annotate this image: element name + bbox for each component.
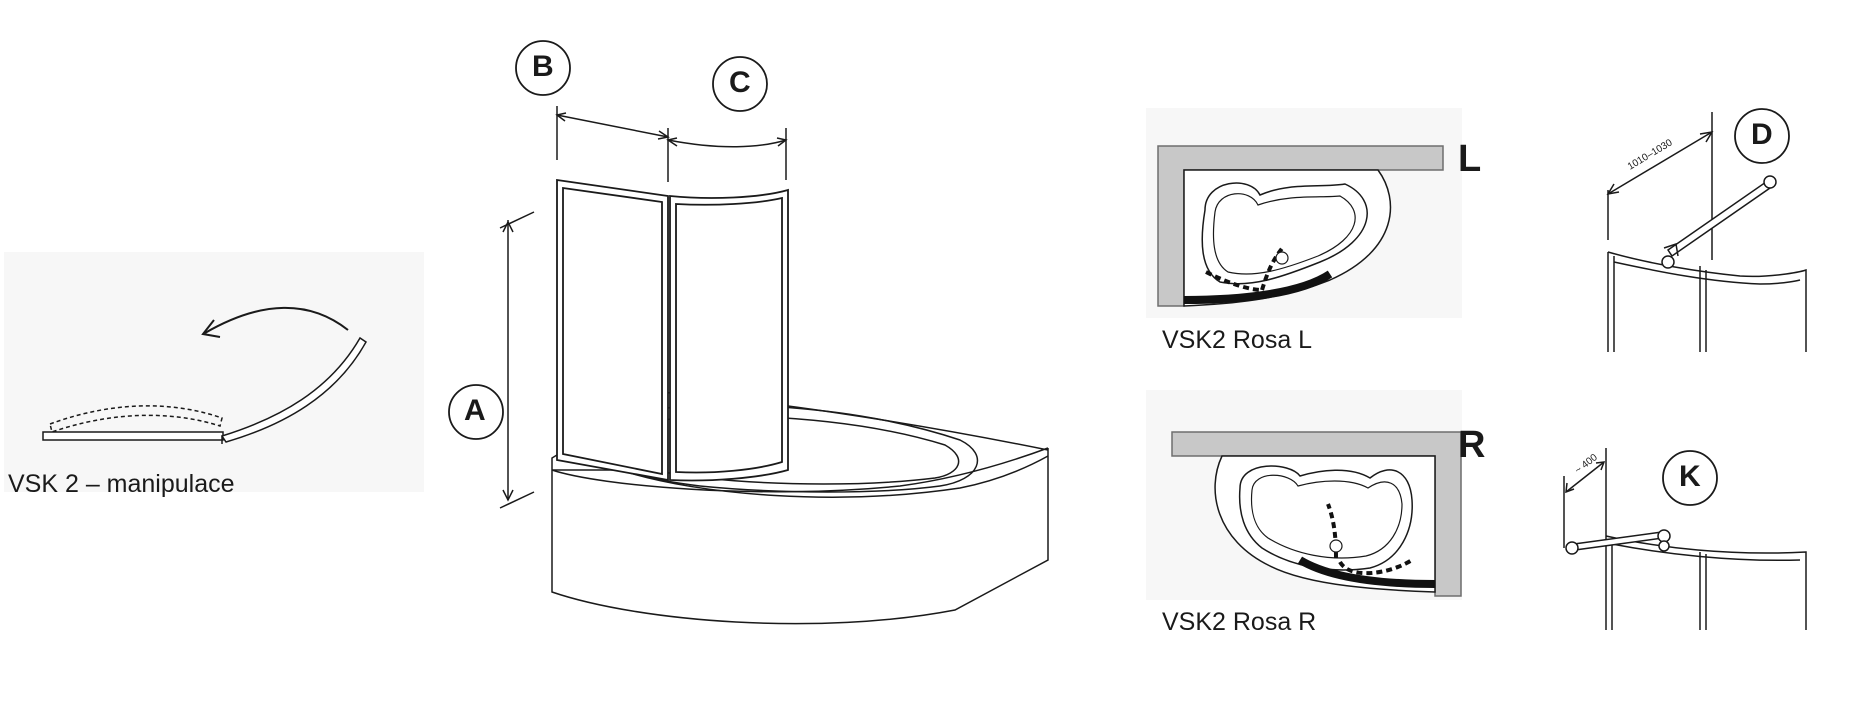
label-d: D <box>1751 118 1773 151</box>
label-k: K <box>1679 460 1701 493</box>
label-b-circle <box>515 40 571 96</box>
screen-fixed-panel <box>556 178 669 482</box>
dimension-c-arc <box>667 139 787 148</box>
label-c: C <box>729 66 751 99</box>
screen-swing-panel <box>669 188 789 482</box>
tub-skirt <box>551 448 1049 625</box>
caption-right: VSK2 Rosa R <box>1162 608 1317 636</box>
stabilizer-bar-d <box>1666 180 1772 258</box>
manipulation-caption: VSK 2 – manipulace <box>8 470 235 498</box>
dashed-panel-outline <box>49 405 223 433</box>
plan-left <box>1157 145 1444 307</box>
screen-profile-right <box>1297 556 1436 588</box>
dimension-b-line <box>556 114 669 138</box>
label-c-circle <box>712 56 768 112</box>
label-b: B <box>532 50 554 83</box>
dimension-k-text: ~ 400 <box>1573 452 1600 477</box>
label-a-circle <box>448 384 504 440</box>
wall-right <box>1171 431 1462 597</box>
plan-right <box>1171 431 1462 597</box>
side-letter-left: L <box>1458 138 1482 180</box>
caption-left: VSK2 Rosa L <box>1162 326 1313 354</box>
dimension-d-text: 1010–1030 <box>1626 137 1675 172</box>
label-k-circle <box>1662 450 1718 506</box>
side-letter-right: R <box>1458 424 1486 466</box>
rotated-panel <box>220 336 367 443</box>
manipulation-panel-background <box>4 252 424 492</box>
label-d-circle <box>1734 108 1790 164</box>
screen-profile-left <box>1183 270 1333 304</box>
rotate-arrow-icon <box>204 306 349 334</box>
detail-k <box>1563 448 1807 630</box>
label-a: A <box>464 394 486 427</box>
detail-d <box>1606 108 1807 352</box>
stabilizer-bar-k <box>1573 531 1664 551</box>
